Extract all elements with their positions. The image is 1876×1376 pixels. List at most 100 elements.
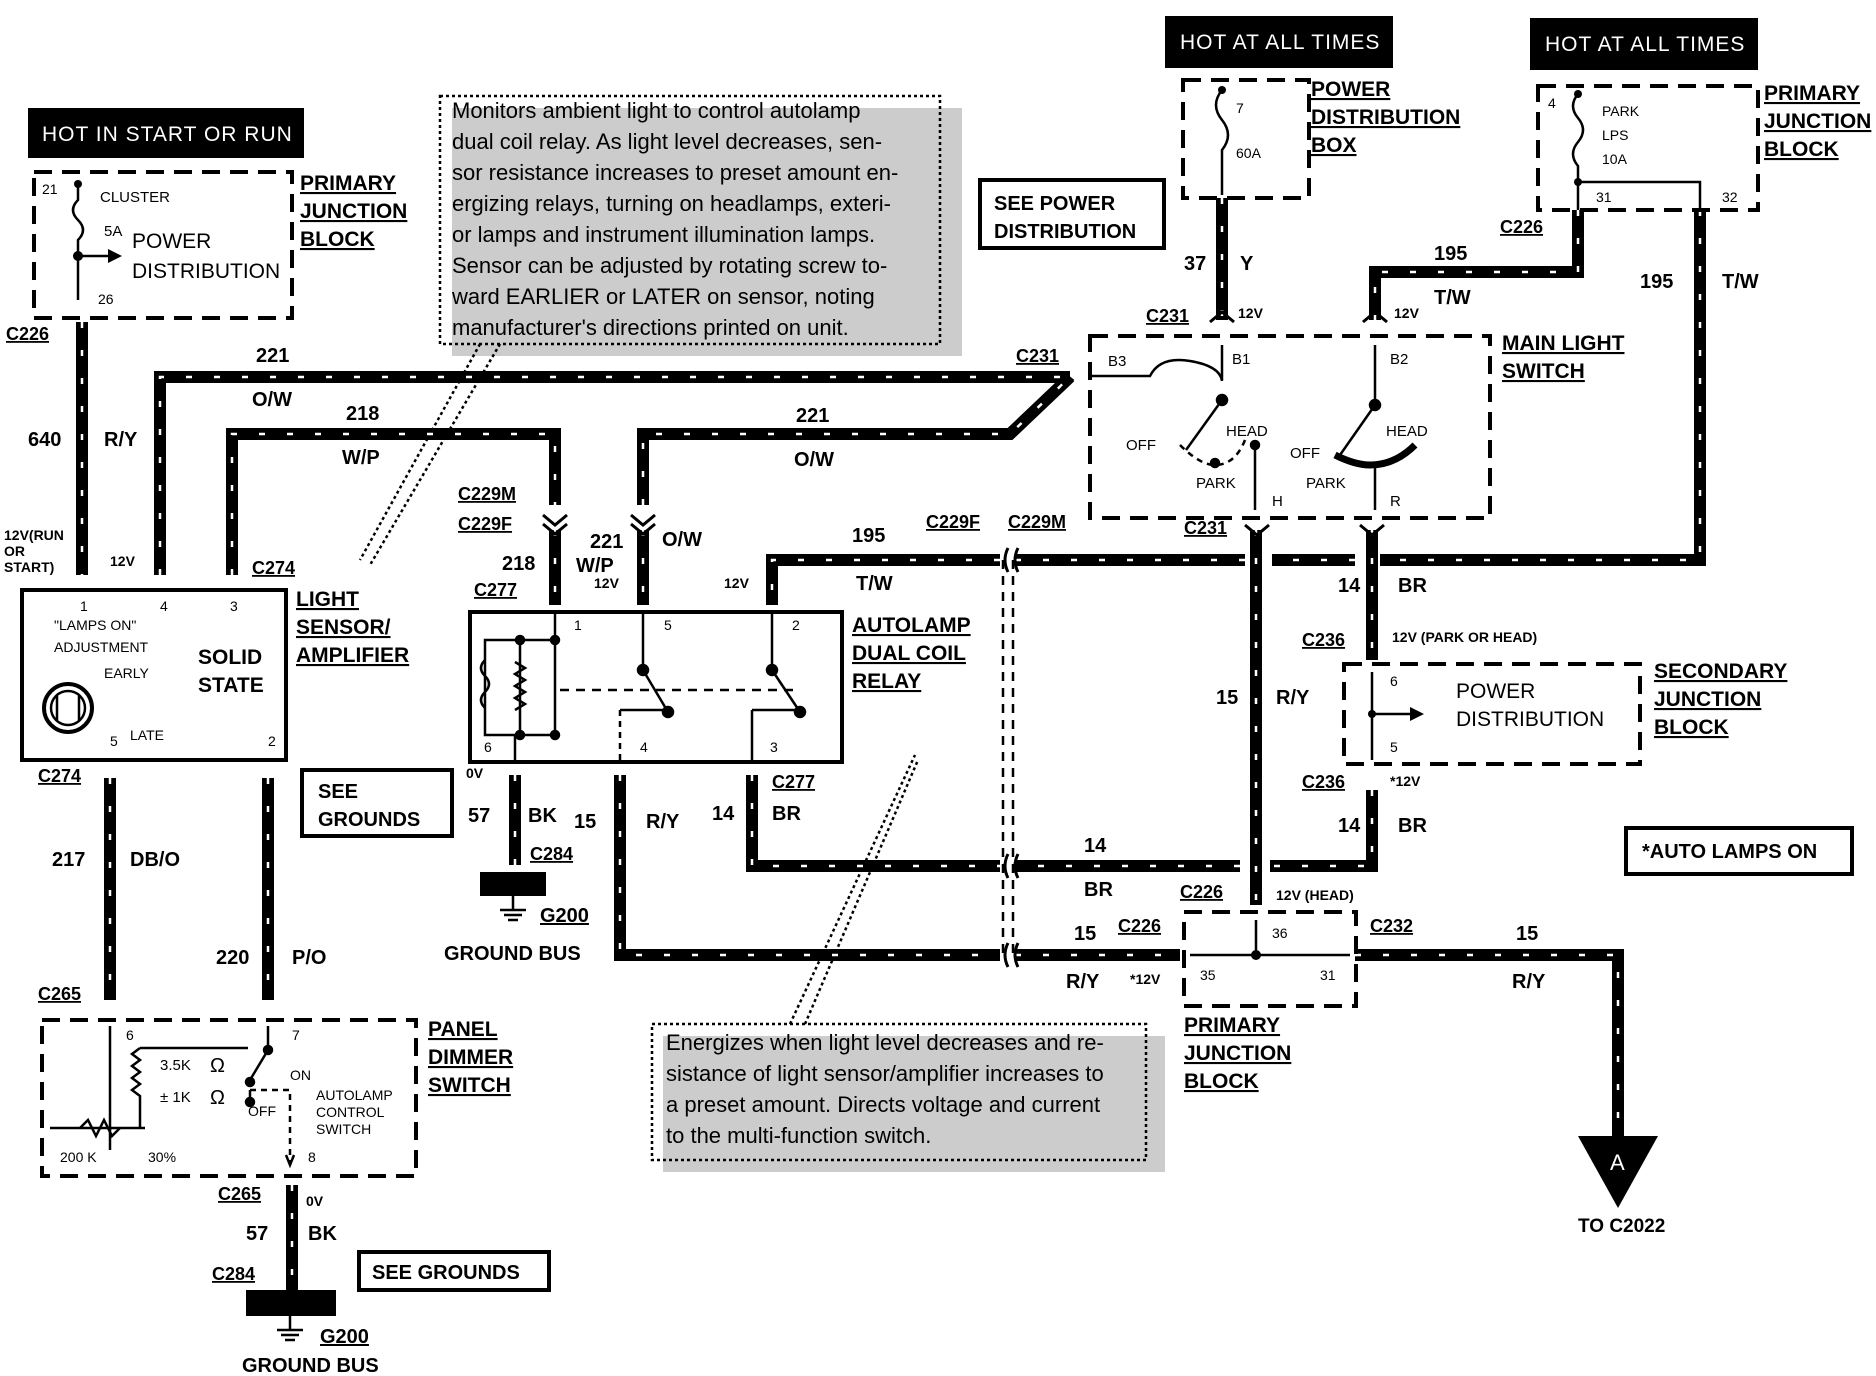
connector-labels: C231 C231 C231 C274 C274 C229M C229F C22… <box>38 306 1413 1284</box>
svg-text:1: 1 <box>574 617 582 633</box>
svg-text:OFF: OFF <box>1126 437 1156 454</box>
svg-text:3: 3 <box>770 739 778 755</box>
svg-text:C229M: C229M <box>458 484 516 504</box>
svg-text:2: 2 <box>268 733 276 749</box>
svg-text:12V(RUN: 12V(RUN <box>4 527 64 543</box>
box-see-grounds-2 <box>357 1250 551 1292</box>
svg-text:195: 195 <box>1434 243 1467 265</box>
box-auto-lamps-on <box>1624 826 1854 876</box>
svg-text:218: 218 <box>346 403 379 425</box>
svg-text:OR: OR <box>4 543 25 559</box>
autolamp-relay-box <box>468 610 844 764</box>
svg-text:195: 195 <box>1640 271 1673 293</box>
svg-text:4: 4 <box>1548 95 1556 111</box>
svg-text:12V: 12V <box>724 575 750 591</box>
svg-text:JUNCTION: JUNCTION <box>1764 110 1871 133</box>
svg-text:O/W: O/W <box>662 529 702 551</box>
svg-text:PARK: PARK <box>1306 475 1346 492</box>
svg-text:PRIMARY: PRIMARY <box>1184 1014 1280 1037</box>
svg-text:AMPLIFIER: AMPLIFIER <box>296 644 409 667</box>
svg-text:C284: C284 <box>212 1264 255 1284</box>
box-see-power-distribution <box>978 178 1166 250</box>
cluster-fuse <box>71 184 85 300</box>
svg-text:POWER: POWER <box>132 230 211 253</box>
svg-text:sor resistance increases to pr: sor resistance increases to preset amoun… <box>452 160 898 185</box>
note-relay-text: Energizes when light level decreases and… <box>666 1030 1104 1148</box>
svg-text:SECONDARY: SECONDARY <box>1654 660 1787 683</box>
note-relay-box <box>650 1022 1148 1162</box>
voltage-labels: 12V(RUN OR START) 12V 12V 12V 12V 12V 12… <box>4 305 1537 1209</box>
svg-text:7: 7 <box>1236 100 1244 116</box>
see-grounds-2-text: SEE GROUNDS <box>372 1262 520 1284</box>
svg-text:to the multi-function switch.: to the multi-function switch. <box>666 1123 931 1148</box>
svg-text:CONTROL: CONTROL <box>316 1104 385 1120</box>
svg-text:W/P: W/P <box>576 555 614 577</box>
svg-text:C226: C226 <box>6 324 49 344</box>
svg-text:AUTOLAMP: AUTOLAMP <box>852 614 971 637</box>
svg-text:7: 7 <box>292 1027 300 1043</box>
svg-text:± 1K: ± 1K <box>160 1089 191 1106</box>
svg-text:C274: C274 <box>38 766 81 786</box>
svg-text:JUNCTION: JUNCTION <box>1184 1042 1291 1065</box>
svg-text:GROUND BUS: GROUND BUS <box>444 943 581 965</box>
svg-text:31: 31 <box>1320 967 1336 983</box>
svg-text:a preset amount. Directs volta: a preset amount. Directs voltage and cur… <box>666 1092 1100 1117</box>
svg-text:2: 2 <box>792 617 800 633</box>
svg-text:W/P: W/P <box>342 447 380 469</box>
svg-text:DISTRIBUTION: DISTRIBUTION <box>1456 708 1604 731</box>
svg-text:26: 26 <box>98 291 114 307</box>
svg-text:PANEL: PANEL <box>428 1018 498 1041</box>
note-light-sensor-box <box>438 94 942 346</box>
svg-text:MAIN LIGHT: MAIN LIGHT <box>1502 332 1625 355</box>
see-grounds-1-line1: SEE <box>318 781 358 803</box>
svg-text:LIGHT: LIGHT <box>296 588 359 611</box>
svg-text:T/W: T/W <box>1434 287 1471 309</box>
svg-text:Ω: Ω <box>210 1055 225 1077</box>
svg-text:*12V: *12V <box>1390 773 1421 789</box>
pjb-top-left-box <box>32 170 294 320</box>
svg-text:C231: C231 <box>1184 518 1227 538</box>
svg-text:200 K: 200 K <box>60 1149 97 1165</box>
pjb-bottom-box <box>1182 910 1358 1008</box>
svg-text:3: 3 <box>230 598 238 614</box>
header-hot-start-run-text: HOT IN START OR RUN <box>42 123 293 146</box>
svg-text:C232: C232 <box>1370 916 1413 936</box>
adjustment-screw <box>42 682 94 734</box>
svg-text:C236: C236 <box>1302 630 1345 650</box>
svg-text:C226: C226 <box>1180 882 1223 902</box>
svg-text:14: 14 <box>1084 835 1107 857</box>
header-hot-all-times-2 <box>1530 18 1758 70</box>
svg-text:G200: G200 <box>540 905 589 927</box>
svg-text:EARLY: EARLY <box>104 665 150 681</box>
svg-text:C229F: C229F <box>458 514 512 534</box>
svg-text:35: 35 <box>1200 967 1216 983</box>
svg-text:BR: BR <box>1084 879 1113 901</box>
svg-text:0V: 0V <box>466 765 484 781</box>
svg-text:57: 57 <box>246 1223 268 1245</box>
secondary-junction-block-box <box>1342 662 1642 766</box>
wires <box>76 198 1706 1290</box>
svg-text:B1: B1 <box>1232 351 1250 368</box>
svg-text:SOLID: SOLID <box>198 646 262 669</box>
wire-labels: 640 R/Y 221 O/W 218 W/P 221 O/W 37 Y 195… <box>28 243 1759 1245</box>
svg-text:SENSOR/: SENSOR/ <box>296 616 391 639</box>
svg-text:T/W: T/W <box>856 573 893 595</box>
svg-text:P/O: P/O <box>292 947 326 969</box>
svg-text:or lamps and instrument illumi: or lamps and instrument illumination lam… <box>452 222 875 247</box>
svg-text:DIMMER: DIMMER <box>428 1046 513 1069</box>
svg-text:15: 15 <box>1074 923 1096 945</box>
svg-text:6: 6 <box>126 1027 134 1043</box>
svg-text:*12V: *12V <box>1130 971 1161 987</box>
svg-text:"LAMPS ON": "LAMPS ON" <box>54 617 136 633</box>
svg-text:BLOCK: BLOCK <box>1654 716 1729 739</box>
svg-text:PRIMARY: PRIMARY <box>1764 82 1860 105</box>
connector-marks <box>542 310 1388 968</box>
svg-text:BK: BK <box>528 805 557 827</box>
svg-text:O/W: O/W <box>252 389 292 411</box>
svg-text:manufacturer's directions prin: manufacturer's directions printed on uni… <box>452 315 849 340</box>
svg-text:LPS: LPS <box>1602 127 1628 143</box>
svg-text:5: 5 <box>1390 739 1398 755</box>
svg-text:C236: C236 <box>1302 772 1345 792</box>
svg-text:AUTOLAMP: AUTOLAMP <box>316 1087 393 1103</box>
